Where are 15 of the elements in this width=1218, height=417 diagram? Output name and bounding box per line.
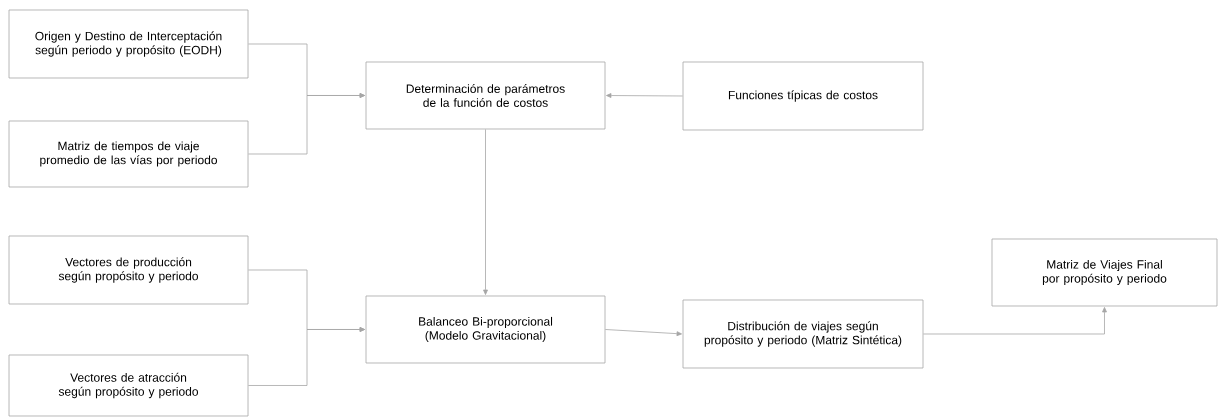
process-box: Determinación de parámetros de la función de costos: [365, 61, 606, 130]
arrow: [248, 93, 365, 155]
arrow: [923, 307, 1107, 335]
process-box: Funciones típicas de costos: [682, 61, 924, 131]
arrow: [248, 327, 365, 386]
process-box: Matriz de tiempos de viaje promedio de las vías por periodo: [8, 120, 249, 188]
process-box: Balanceo Bi-proporcional (Modelo Gravitacional): [365, 295, 606, 364]
arrow: [483, 129, 488, 295]
arrow: [605, 329, 682, 337]
process-box: Origen y Destino de Interceptación según periodo y propósito (EODH): [8, 9, 249, 79]
process-box: Vectores de producción según propósito y periodo: [8, 235, 249, 305]
process-box: Distribución de viajes según propósito y periodo (Matriz Sintética): [682, 299, 924, 369]
arrow: [606, 93, 683, 98]
process-box: Matriz de Viajes Final por propósito y periodo: [991, 238, 1218, 307]
process-box: Vectores de atracción según propósito y periodo: [8, 354, 249, 417]
